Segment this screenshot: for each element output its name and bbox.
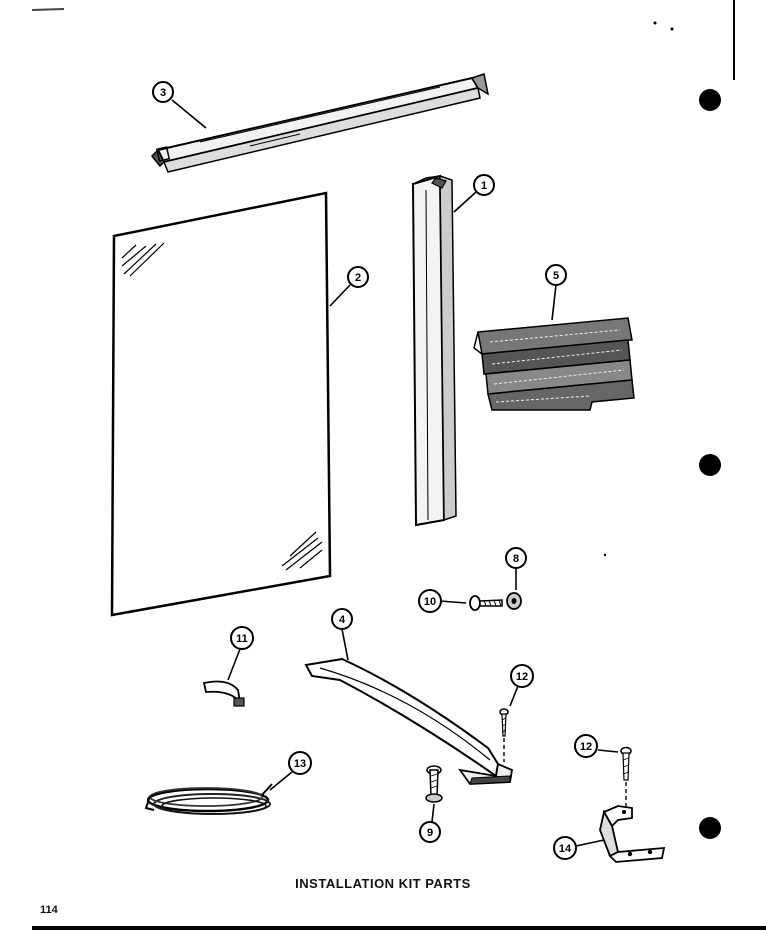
part-2-glass-panel [110,191,332,617]
callout-12-upper: 12 [510,664,534,688]
part-11-wire-clip [202,680,245,707]
diagram-caption: INSTALLATION KIT PARTS [295,876,471,891]
svg-text:8: 8 [513,553,519,565]
page-number: 114 [40,904,58,916]
part-3-top-rail [150,73,490,173]
speck [653,21,657,25]
speck [670,27,674,31]
callout-14: 14 [553,836,577,860]
leader-line-3 [171,99,207,129]
leader-line-11 [227,648,241,681]
callout-8: 8 [505,547,527,569]
leader-line-13 [269,771,293,791]
leader-line-2 [329,284,351,307]
svg-text:5: 5 [553,270,559,282]
svg-text:14: 14 [559,843,572,855]
part-5-coiled-heater [473,317,635,411]
part-14-mounting-bracket [599,805,666,863]
svg-text:12: 12 [580,741,592,753]
svg-text:10: 10 [424,596,436,608]
part-9-bolt [425,765,443,803]
leader-line-10 [439,600,467,604]
callout-1: 1 [473,174,495,196]
binder-hole-top [699,89,721,111]
part-8-spacer [506,592,522,610]
part-12-screw-lower [620,746,632,781]
binder-hole-bottom [699,817,721,839]
top-edge-mark [30,0,66,11]
svg-text:11: 11 [236,633,248,645]
part-12-screw-upper [499,708,509,737]
callout-9: 9 [419,821,441,843]
svg-text:9: 9 [427,827,433,839]
part-4-bracket-arm [304,657,514,785]
svg-text:1: 1 [481,180,487,192]
svg-text:13: 13 [294,758,306,770]
part-10-screw [469,595,503,611]
binder-hole-middle [699,454,721,476]
callout-5: 5 [545,264,567,286]
svg-text:12: 12 [516,671,528,683]
callout-10: 10 [418,589,442,613]
svg-text:3: 3 [160,87,166,99]
part-13-coiled-cord [144,783,273,815]
leader-line-12-lower [597,749,619,753]
leader-line-12-upper [509,685,519,707]
leader-line-14 [575,839,605,847]
svg-text:2: 2 [355,272,361,284]
callout-2: 2 [347,266,369,288]
leader-line-5 [551,284,557,321]
leader-line-1 [453,191,477,213]
right-edge-rule [733,0,735,80]
leader-line-9 [431,803,435,823]
callout-11: 11 [230,626,254,650]
svg-text:4: 4 [339,614,346,626]
callout-13: 13 [288,751,312,775]
bottom-rule [32,926,766,930]
speck [603,553,607,557]
callout-3: 3 [152,81,174,103]
leader-line-4 [341,628,349,661]
callout-4: 4 [331,608,353,630]
callout-12-lower: 12 [574,734,598,758]
part-1-vertical-mullion [411,174,457,527]
